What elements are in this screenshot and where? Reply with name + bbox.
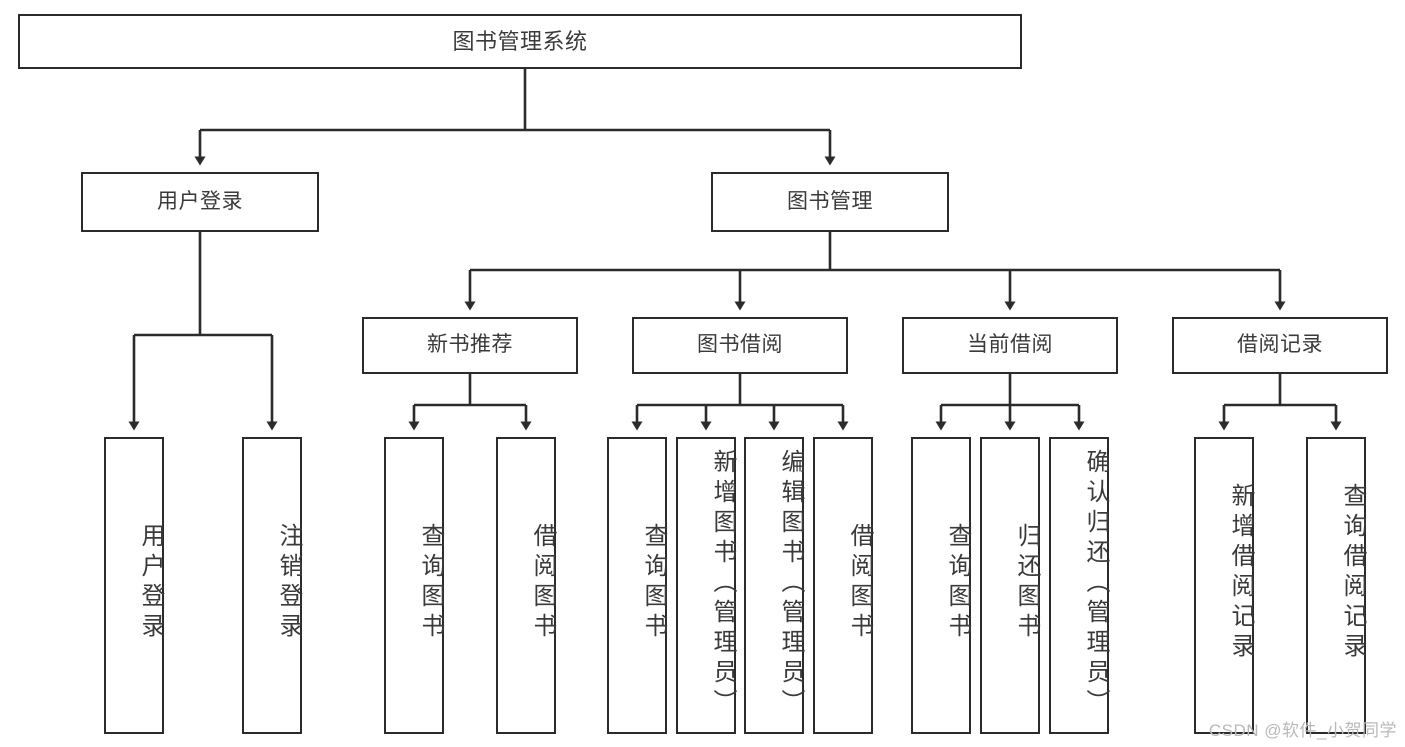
node-label: 用户登录 bbox=[137, 523, 164, 643]
node-label: 查询图书 bbox=[944, 523, 971, 643]
node-label: 图书管理 bbox=[787, 189, 873, 213]
node-user-login[interactable]: 用户登录 bbox=[81, 172, 319, 232]
node-label: 编辑图书（管理员） bbox=[777, 449, 804, 719]
node-label: 图书管理系统 bbox=[452, 28, 588, 54]
leaf-add-book-admin[interactable]: 新增图书（管理员） bbox=[676, 437, 736, 734]
node-label: 新增图书（管理员） bbox=[709, 449, 736, 719]
node-root-system[interactable]: 图书管理系统 bbox=[18, 14, 1022, 69]
node-label: 新增借阅记录 bbox=[1227, 483, 1254, 663]
leaf-borrow-book[interactable]: 借阅图书 bbox=[813, 437, 873, 734]
node-label: 注销登录 bbox=[275, 523, 302, 643]
node-label: 用户登录 bbox=[157, 189, 243, 213]
node-label: 当前借阅 bbox=[967, 333, 1053, 357]
leaf-borrow-book-recommend[interactable]: 借阅图书 bbox=[496, 437, 556, 734]
leaf-user-login[interactable]: 用户登录 bbox=[104, 437, 164, 734]
node-label: 借阅记录 bbox=[1237, 333, 1323, 357]
watermark: CSDN @软件_小贺同学 bbox=[1208, 721, 1397, 740]
leaf-query-book-current[interactable]: 查询图书 bbox=[911, 437, 971, 734]
leaf-confirm-return-admin[interactable]: 确认归还（管理员） bbox=[1049, 437, 1109, 734]
node-label: 新书推荐 bbox=[427, 333, 513, 357]
node-new-book-recommend[interactable]: 新书推荐 bbox=[362, 317, 578, 374]
node-label: 查询图书 bbox=[417, 523, 444, 643]
node-borrow-record[interactable]: 借阅记录 bbox=[1172, 317, 1388, 374]
leaf-query-book-borrow[interactable]: 查询图书 bbox=[607, 437, 667, 734]
node-label: 查询借阅记录 bbox=[1339, 483, 1366, 663]
leaf-return-book[interactable]: 归还图书 bbox=[980, 437, 1040, 734]
node-current-borrow[interactable]: 当前借阅 bbox=[902, 317, 1118, 374]
node-label: 确认归还（管理员） bbox=[1082, 449, 1109, 719]
leaf-edit-book-admin[interactable]: 编辑图书（管理员） bbox=[744, 437, 804, 734]
leaf-user-logout[interactable]: 注销登录 bbox=[242, 437, 302, 734]
leaf-query-borrow-record[interactable]: 查询借阅记录 bbox=[1306, 437, 1366, 734]
node-label: 归还图书 bbox=[1013, 523, 1040, 643]
node-label: 图书借阅 bbox=[697, 333, 783, 357]
node-book-borrow[interactable]: 图书借阅 bbox=[632, 317, 848, 374]
node-book-management[interactable]: 图书管理 bbox=[711, 172, 949, 232]
leaf-query-book-recommend[interactable]: 查询图书 bbox=[384, 437, 444, 734]
leaf-add-borrow-record[interactable]: 新增借阅记录 bbox=[1194, 437, 1254, 734]
node-label: 借阅图书 bbox=[529, 523, 556, 643]
node-label: 查询图书 bbox=[640, 523, 667, 643]
node-label: 借阅图书 bbox=[846, 523, 873, 643]
